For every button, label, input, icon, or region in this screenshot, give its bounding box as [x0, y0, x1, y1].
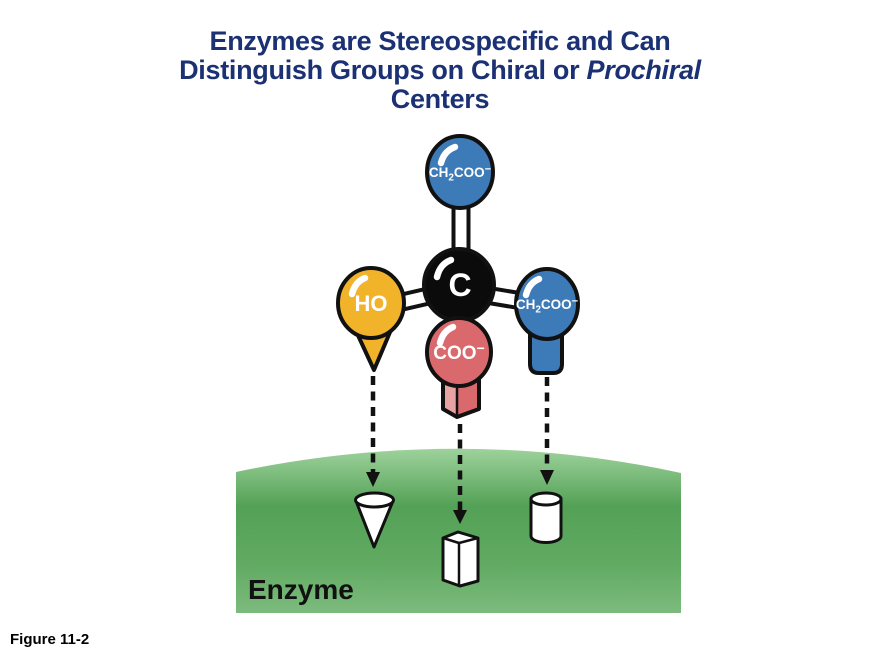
slide-title-line1: Enzymes are Stereospecific and Can: [209, 26, 671, 56]
slide-title-line3: Centers: [390, 84, 490, 114]
binding-site-cylinder: [529, 491, 563, 544]
highlight-carbon-sphere: [433, 256, 455, 281]
highlight-right-sphere: [522, 275, 543, 299]
carboxylate-formula: COO−: [433, 340, 484, 364]
central-carbon-symbol: C: [448, 267, 471, 303]
binding-site-square: [441, 530, 480, 588]
enzyme-label: Enzyme: [248, 574, 354, 605]
highlight-carboxylate-sphere: [436, 323, 457, 347]
binding-arrow-center: [453, 424, 467, 524]
arrowhead-center: [453, 510, 467, 524]
highlight-hydroxyl-sphere: [348, 274, 369, 298]
sphere-highlights: [348, 143, 543, 347]
binding-arrow-right: [540, 377, 554, 485]
figure-number: Figure 11-2: [10, 631, 90, 648]
slide-title: Enzymes are Stereospecific and Can Disti…: [0, 27, 880, 114]
hydroxyl-label: HO: [355, 291, 388, 316]
top-acetate-formula: CH2COO−: [429, 164, 491, 184]
binding-arrow-left: [366, 376, 380, 487]
slide-title-line2: Distinguish Groups on Chiral or Prochira…: [179, 55, 702, 85]
arrowhead-right: [540, 470, 554, 485]
right-acetate-formula: CH2COO−: [516, 296, 578, 316]
highlight-top-sphere: [437, 143, 459, 167]
binding-site-cone: [354, 491, 395, 549]
slide-title-italic-word: Prochiral: [586, 55, 702, 85]
arrowhead-left: [366, 472, 380, 487]
